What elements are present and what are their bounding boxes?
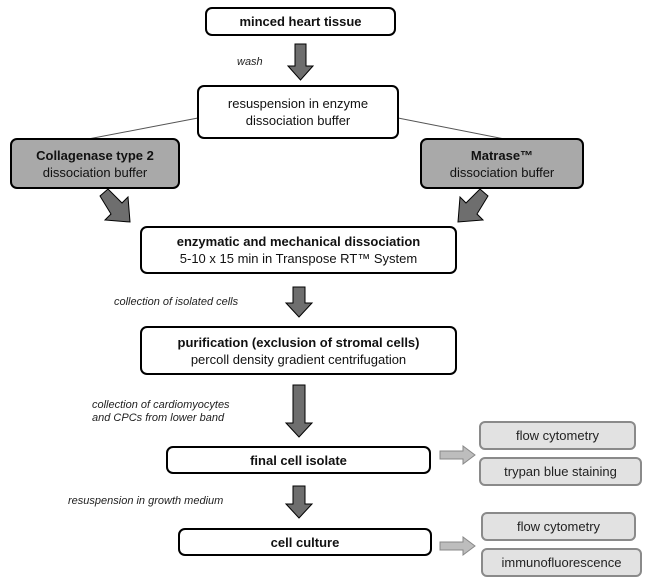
purification-title: purification (exclusion of stromal cells…: [177, 334, 420, 350]
arrow-diagonal-left: [99, 188, 131, 223]
cell-culture-box: cell culture: [178, 528, 432, 556]
trypan-label: trypan blue staining: [504, 464, 617, 479]
collection-cm-line2: and CPCs from lower band: [92, 412, 225, 424]
wash-note: wash: [237, 56, 263, 68]
arrow-down-3: [284, 384, 314, 438]
matrase-box: Matrase™ dissociation buffer: [420, 138, 584, 189]
collagenase-subtitle: dissociation buffer: [42, 164, 148, 180]
collagenase-box: Collagenase type 2 dissociation buffer: [10, 138, 180, 189]
minced-heart-tissue-box: minced heart tissue: [205, 7, 396, 36]
immunofluorescence-label: immunofluorescence: [501, 555, 622, 570]
collection-note: collection of isolated cells: [114, 296, 239, 308]
growth-medium-note: resuspension in growth medium: [68, 495, 224, 507]
resuspension-box: resuspension in enzyme dissociation buff…: [197, 85, 399, 139]
culture-flow-cytometry-box: flow cytometry: [481, 512, 636, 541]
purification-box: purification (exclusion of stromal cells…: [140, 326, 457, 375]
resuspension-line1: resuspension in enzyme: [227, 96, 369, 111]
matrase-subtitle: dissociation buffer: [449, 164, 555, 180]
dissociation-box: enzymatic and mechanical dissociation 5-…: [140, 226, 457, 274]
dissociation-subtitle: 5-10 x 15 min in Transpose RT™ System: [179, 251, 418, 266]
final-isolate-title: final cell isolate: [250, 452, 347, 468]
culture-flow-label: flow cytometry: [516, 519, 601, 534]
arrow-down-4: [284, 485, 314, 519]
arrow-down-1: [286, 43, 315, 81]
cell-culture-title: cell culture: [270, 534, 340, 550]
arrow-down-2: [284, 286, 314, 318]
collagenase-title: Collagenase type 2: [36, 147, 154, 163]
purification-subtitle: percoll density gradient centrifugation: [190, 351, 407, 367]
arrow-diagonal-right: [457, 188, 489, 223]
trypan-blue-box: trypan blue staining: [479, 457, 642, 486]
dissociation-title: enzymatic and mechanical dissociation: [176, 234, 421, 249]
minced-title: minced heart tissue: [239, 14, 362, 29]
matrase-title: Matrase™: [470, 147, 534, 163]
isolate-flow-cytometry-box: flow cytometry: [479, 421, 636, 450]
final-cell-isolate-box: final cell isolate: [166, 446, 431, 474]
arrow-side-culture: [439, 536, 476, 556]
resuspension-line2: dissociation buffer: [245, 113, 351, 128]
immunofluorescence-box: immunofluorescence: [481, 548, 642, 577]
isolate-flow-label: flow cytometry: [515, 428, 600, 443]
arrow-side-isolate: [439, 445, 476, 465]
collection-cm-line1: collection of cardiomyocytes: [92, 399, 230, 411]
collection-cm-note: collection of cardiomyocytes and CPCs fr…: [92, 399, 230, 425]
